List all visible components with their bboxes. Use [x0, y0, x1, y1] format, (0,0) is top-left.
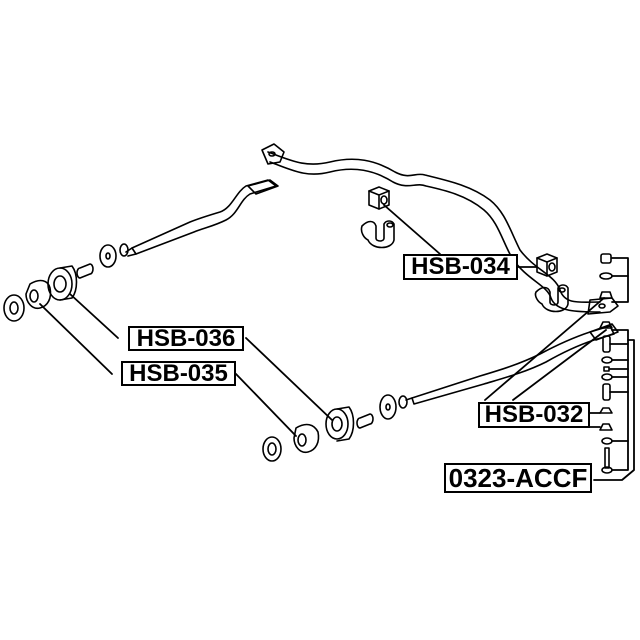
end-link-kit-stack: [599, 253, 613, 474]
stabilizer-bushing-left: [368, 186, 390, 210]
part-number-text: HSB-035: [129, 359, 228, 387]
part-label-hsb-034: HSB-034: [403, 254, 518, 280]
part-label-hsb-036: HSB-036: [128, 326, 244, 351]
strut-rod-washers-right: [356, 394, 408, 429]
strut-rod-washers-left: [76, 243, 129, 279]
part-number-text: HSB-034: [411, 253, 510, 280]
strut-rod-left: [125, 179, 279, 257]
strut-rod-bushing-rear-right: [262, 423, 320, 462]
strut-rod-bushing-front-right: [325, 406, 355, 442]
leader-lines: [39, 204, 635, 481]
part-number-text: 0323-ACCF: [448, 463, 588, 493]
part-number-text: HSB-036: [136, 324, 236, 352]
part-number-text: HSB-032: [484, 401, 584, 428]
stabilizer-bracket-left: [360, 220, 395, 249]
strut-rod-right: [405, 323, 619, 405]
part-label-hsb-035: HSB-035: [121, 361, 236, 386]
stabilizer-bushing-right: [536, 253, 558, 277]
strut-rod-bushing-rear-left: [3, 279, 52, 322]
part-label-hsb-032: HSB-032: [478, 402, 590, 428]
stabilizer-bracket-right: [534, 284, 569, 313]
part-label-0323-accf: 0323-ACCF: [444, 463, 592, 493]
